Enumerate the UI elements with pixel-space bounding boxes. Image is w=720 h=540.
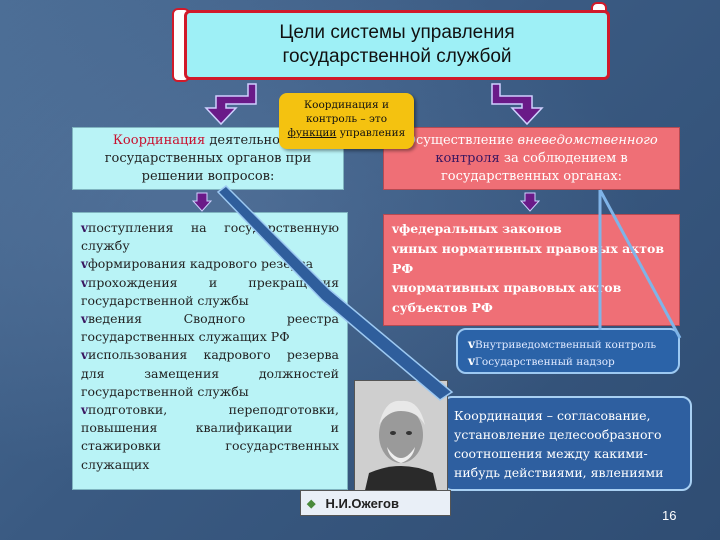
bullet-icon: v	[468, 337, 475, 351]
bullet-icon: v	[81, 221, 88, 235]
list-item: vпрохождения и прекращения государственн…	[81, 274, 339, 310]
management-functions-note: Координация и контроль – это функции упр…	[279, 93, 414, 149]
bullet-icon: v	[81, 312, 88, 327]
list-item-text: иных нормативных правовых актов РФ	[392, 241, 665, 276]
author-name: Н.И.Ожегов	[325, 495, 399, 511]
author-portrait	[354, 380, 448, 500]
control-line-3: государственных органах:	[440, 169, 623, 184]
list-item-text: подготовки, переподготовки, повышения кв…	[81, 402, 339, 472]
list-item-text: прохождения и прекращения государственно…	[81, 274, 339, 308]
note-line-2: контроль – это	[305, 113, 388, 125]
author-caption: ◆ Н.И.Ожегов	[300, 490, 451, 516]
arrow-title-to-right-icon	[491, 83, 544, 126]
list-item: vведения Сводного реестра государственны…	[81, 310, 339, 346]
slide-title: Цели системы управления государственной …	[184, 10, 610, 80]
list-item: vнормативных правовых актов субъектов РФ	[392, 278, 671, 317]
list-item-text: поступления на государственную службу	[81, 220, 339, 254]
bullet-icon: v	[468, 354, 475, 368]
bullet-icon: v	[81, 348, 88, 363]
arrow-down-right-icon	[520, 192, 540, 212]
list-item: vподготовки, переподготовки, повышения к…	[81, 401, 339, 474]
coordination-items-list: vпоступления на государственную службу v…	[72, 212, 348, 490]
coordination-highlight: Координация	[112, 133, 206, 148]
control-highlight: контроля	[435, 151, 500, 166]
definition-text: Координация – согласование, установление…	[454, 408, 664, 480]
list-item: vпоступления на государственную службу	[81, 219, 339, 255]
control-box: Осуществление вневедомственного контроля…	[383, 127, 680, 190]
page-number: 16	[662, 508, 677, 523]
control-prefix: Осуществление	[405, 133, 518, 148]
list-item-text: использования кадрового резерва для заме…	[81, 347, 339, 399]
definition-box: Координация – согласование, установление…	[442, 396, 692, 491]
control-types-box: vВнутриведомственный контроль vГосударст…	[456, 328, 680, 374]
control-line-2: за соблюдением в	[499, 151, 628, 166]
control-items-list: vфедеральных законов vиных нормативных п…	[383, 214, 680, 326]
note-line-1: Координация и	[304, 99, 389, 111]
list-item: vВнутриведомственный контроль	[468, 336, 668, 353]
list-item: vиных нормативных правовых актов РФ	[392, 239, 671, 278]
title-line-1: Цели системы управления	[279, 22, 515, 43]
bullet-icon: v	[392, 222, 399, 236]
control-emph: вневедомственного	[517, 133, 658, 148]
list-item-text: ведения Сводного реестра государственных…	[81, 311, 339, 345]
bullet-icon: v	[81, 257, 88, 272]
list-item: vГосударственный надзор	[468, 353, 668, 370]
arrow-down-left-icon	[192, 192, 212, 212]
bullet-icon: v	[392, 242, 399, 256]
list-item-text: Государственный надзор	[474, 356, 615, 368]
list-item-text: Внутриведомственный контроль	[474, 339, 657, 351]
note-line-3: управления	[336, 127, 406, 139]
list-item: vиспользования кадрового резерва для зам…	[81, 346, 339, 401]
title-line-2: государственной службой	[282, 46, 512, 67]
bullet-icon: v	[392, 281, 399, 295]
note-underlined: функции	[287, 127, 337, 139]
coordination-line-3: решении вопросов:	[141, 169, 275, 184]
arrow-title-to-left-icon	[204, 83, 257, 126]
list-item-text: нормативных правовых актов субъектов РФ	[392, 280, 622, 315]
coordination-line-2: государственных органов при	[104, 151, 312, 166]
portrait-icon	[355, 381, 447, 499]
list-item: vфедеральных законов	[392, 219, 671, 239]
bullet-icon: v	[81, 275, 88, 290]
diamond-bullet-icon: ◆	[307, 497, 316, 510]
bullet-icon: v	[81, 403, 88, 418]
list-item: vформирования кадрового резерва	[81, 255, 339, 273]
list-item-text: федеральных законов	[398, 221, 562, 236]
list-item-text: формирования кадрового резерва	[87, 256, 314, 272]
